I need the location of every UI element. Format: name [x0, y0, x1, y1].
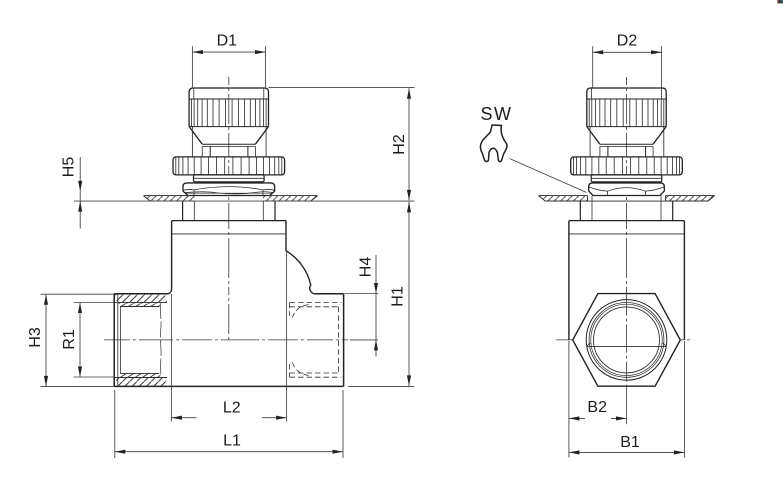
svg-text:D1: D1	[217, 33, 238, 50]
svg-text:H3: H3	[27, 327, 44, 348]
svg-text:R1: R1	[61, 329, 78, 350]
svg-text:H1: H1	[389, 286, 406, 307]
svg-text:SW: SW	[481, 104, 513, 124]
svg-text:L2: L2	[223, 400, 241, 417]
svg-text:B2: B2	[587, 399, 607, 416]
svg-text:H5: H5	[60, 157, 77, 178]
svg-text:H2: H2	[391, 134, 408, 155]
svg-text:D2: D2	[617, 33, 638, 50]
svg-text:L1: L1	[223, 433, 241, 450]
svg-text:B1: B1	[620, 434, 640, 451]
svg-text:H4: H4	[358, 257, 375, 278]
